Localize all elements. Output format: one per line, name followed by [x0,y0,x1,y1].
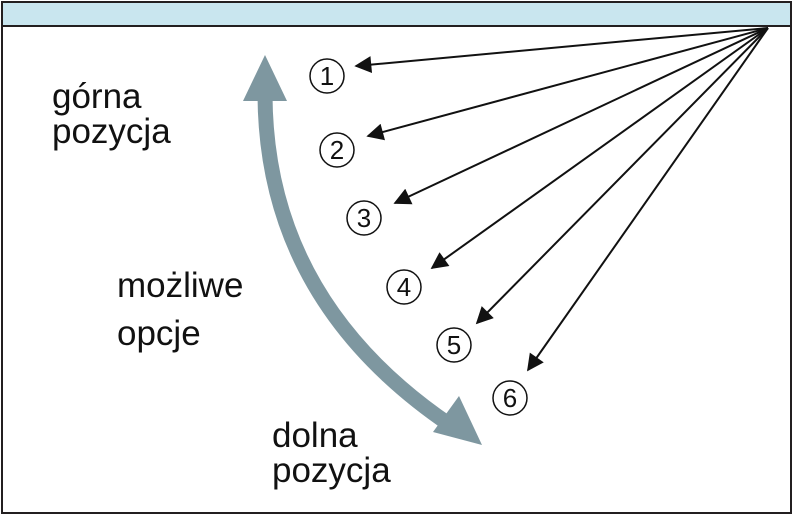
position-marker-4: 4 [386,269,422,305]
position-number-3: 3 [357,203,371,233]
options-label-line1: możliwe [117,266,243,305]
top-bar [1,1,792,27]
position-marker-6: 6 [492,380,528,416]
position-number-1: 1 [320,61,334,91]
top-position-label-line1: górna [52,77,142,116]
range-arrow-shaft [257,94,455,432]
position-marker-2: 2 [319,132,355,168]
bottom-position-label-line2: pozycja [272,451,391,490]
position-arrows [354,27,769,372]
arrow-to-position-4 [430,27,769,269]
arrow-to-position-6 [527,27,769,372]
position-marker-1: 1 [309,58,345,94]
position-number-2: 2 [330,135,344,165]
range-arrow-top-head [243,55,287,101]
position-number-4: 4 [397,272,411,302]
arrow-to-position-5 [475,27,769,325]
options-label-line2: opcje [117,314,201,353]
top-position-label-line2: pozycja [52,112,171,151]
range-arrow-bottom-head [433,396,482,445]
bottom-position-label-line1: dolna [272,416,358,455]
arrow-to-position-2 [366,27,769,141]
position-number-5: 5 [447,330,461,360]
position-marker-5: 5 [436,327,472,363]
arrow-to-position-1 [354,27,769,74]
range-arrow [243,55,482,445]
position-marker-3: 3 [346,200,382,236]
position-number-6: 6 [503,383,517,413]
arrow-to-position-3 [393,27,769,205]
